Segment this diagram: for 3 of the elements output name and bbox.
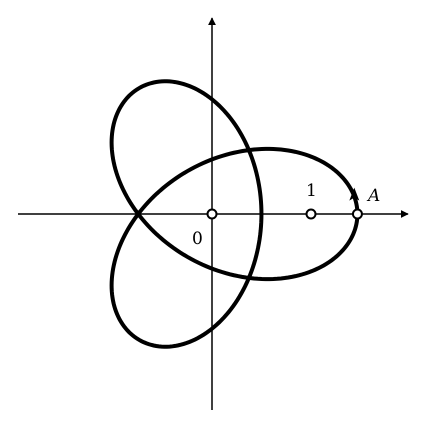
- point-label: A: [368, 187, 380, 205]
- tick-label: 1: [306, 182, 317, 200]
- origin-label: 0: [192, 230, 203, 248]
